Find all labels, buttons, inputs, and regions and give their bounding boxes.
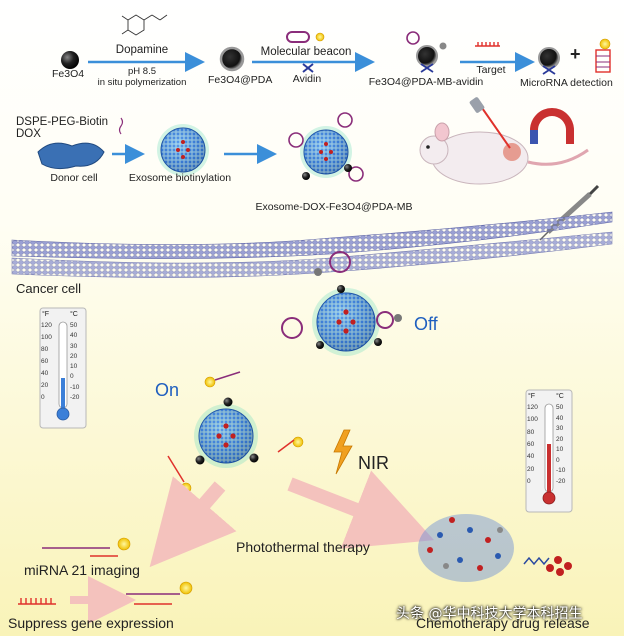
mirna-strand-imaging bbox=[42, 537, 131, 557]
thermo-tick: 60 bbox=[41, 358, 49, 365]
label-cancer-cell: Cancer cell bbox=[16, 281, 82, 296]
thermo-tick: 20 bbox=[556, 435, 564, 443]
label-microrna-detection: MicroRNA detection bbox=[520, 77, 613, 89]
thermometer-cold bbox=[39, 307, 87, 429]
label-complex: Exosome-DOX-Fe3O4@PDA-MB bbox=[255, 201, 413, 213]
exosome-complex-off bbox=[281, 251, 402, 356]
arrow-imaging bbox=[149, 476, 237, 568]
mirna-strand-suppress-left bbox=[18, 598, 56, 605]
donor-cell-icon bbox=[37, 142, 105, 170]
thermo-tick: 0 bbox=[527, 478, 531, 485]
dopamine-structure-icon bbox=[121, 14, 168, 36]
label-off: Off bbox=[414, 314, 438, 334]
label-mirna-imaging: miRNA 21 imaging bbox=[24, 562, 140, 578]
thermometer-hot bbox=[525, 389, 573, 513]
thermo-tick: 40 bbox=[556, 414, 564, 422]
thermo-tick: 80 bbox=[527, 428, 535, 436]
thermo-tick: -10 bbox=[556, 467, 566, 475]
thermo-hot-f-unit: °F bbox=[528, 393, 536, 400]
thermo-cold-c-unit: °C bbox=[70, 311, 78, 318]
thermo-tick: 120 bbox=[41, 322, 52, 329]
label-fe3o4-pda-mb-avidin: Fe3O4@PDA-MB-avidin bbox=[368, 76, 484, 88]
thermo-tick: -20 bbox=[556, 478, 566, 485]
avidin-icon bbox=[302, 63, 314, 73]
label-biotinylation: Exosome biotinylation bbox=[128, 172, 232, 184]
label-fe3o4-pda: Fe3O4@PDA bbox=[208, 74, 273, 86]
thermo-tick: 120 bbox=[527, 404, 538, 411]
thermo-tick: 50 bbox=[556, 404, 564, 411]
thermo-tick: 10 bbox=[70, 363, 78, 371]
label-ph: pH 8.5 bbox=[128, 66, 156, 77]
label-molecular-beacon: Molecular beacon bbox=[260, 46, 352, 58]
label-dspe: DSPE-PEG-Biotin bbox=[16, 116, 109, 128]
thermo-tick: 60 bbox=[527, 441, 535, 448]
exosome-complex-small bbox=[288, 112, 364, 182]
opened-beacon-icon bbox=[595, 38, 611, 73]
thermo-tick: 20 bbox=[527, 465, 535, 473]
fe3o4-pda-particle bbox=[219, 46, 245, 72]
beacon-icon bbox=[286, 31, 325, 43]
fe3o4-particle bbox=[61, 51, 79, 69]
label-avidin: Avidin bbox=[292, 73, 322, 85]
label-dox: DOX bbox=[16, 128, 41, 140]
thermo-tick: 20 bbox=[70, 352, 78, 360]
mouse-icon bbox=[419, 97, 589, 185]
label-nir: NIR bbox=[358, 453, 389, 473]
thermo-tick: -20 bbox=[70, 394, 80, 401]
detection-particle bbox=[538, 47, 560, 75]
thermo-tick: 100 bbox=[527, 416, 538, 424]
cell-membrane bbox=[11, 211, 613, 278]
thermo-tick: 40 bbox=[527, 453, 535, 461]
thermo-tick: 30 bbox=[556, 425, 564, 433]
thermo-tick: 20 bbox=[41, 382, 49, 389]
watermark: 头条 @华中科技大学本科招生 bbox=[396, 606, 583, 622]
arrow-therapy bbox=[287, 470, 435, 549]
label-plus: + bbox=[570, 44, 581, 64]
label-on: On bbox=[155, 380, 180, 400]
thermo-tick: 10 bbox=[556, 446, 564, 454]
label-donor-cell: Donor cell bbox=[50, 172, 98, 184]
mirna-strand-suppress-right bbox=[126, 581, 193, 605]
label-suppress: Suppress gene expression bbox=[8, 615, 174, 631]
thermo-tick: 30 bbox=[70, 342, 78, 350]
thermo-tick: -10 bbox=[70, 383, 80, 391]
biotinylated-exosome bbox=[157, 124, 209, 176]
thermo-cold-f-unit: °F bbox=[42, 311, 50, 318]
thermo-tick: 0 bbox=[556, 456, 560, 464]
thermo-tick: 40 bbox=[70, 332, 78, 340]
thermo-tick: 80 bbox=[41, 346, 49, 353]
label-photothermal: Photothermal therapy bbox=[236, 539, 370, 555]
thermo-tick: 100 bbox=[41, 334, 52, 341]
target-strand-icon bbox=[475, 42, 500, 47]
thermo-tick: 0 bbox=[70, 373, 74, 381]
biotin-linker-icon bbox=[118, 117, 124, 135]
thermo-tick: 50 bbox=[70, 322, 78, 329]
label-target: Target bbox=[476, 64, 506, 76]
fe3o4-pda-mb-avidin-particle bbox=[406, 31, 447, 73]
label-polymerization: in situ polymerization bbox=[97, 77, 187, 88]
magnet-icon bbox=[530, 108, 574, 144]
thermo-tick: 0 bbox=[41, 394, 45, 401]
label-chemo: Chemotherapy drug release bbox=[416, 615, 590, 631]
thermo-tick: 40 bbox=[41, 370, 49, 377]
exosome-complex-on bbox=[167, 371, 304, 494]
chemo-burst-icon bbox=[418, 514, 572, 582]
label-dopamine: Dopamine bbox=[115, 44, 169, 56]
label-fe3o4: Fe3O4 bbox=[52, 68, 85, 80]
nir-lightning-icon bbox=[333, 429, 353, 475]
thermo-hot-c-unit: °C bbox=[556, 393, 564, 400]
